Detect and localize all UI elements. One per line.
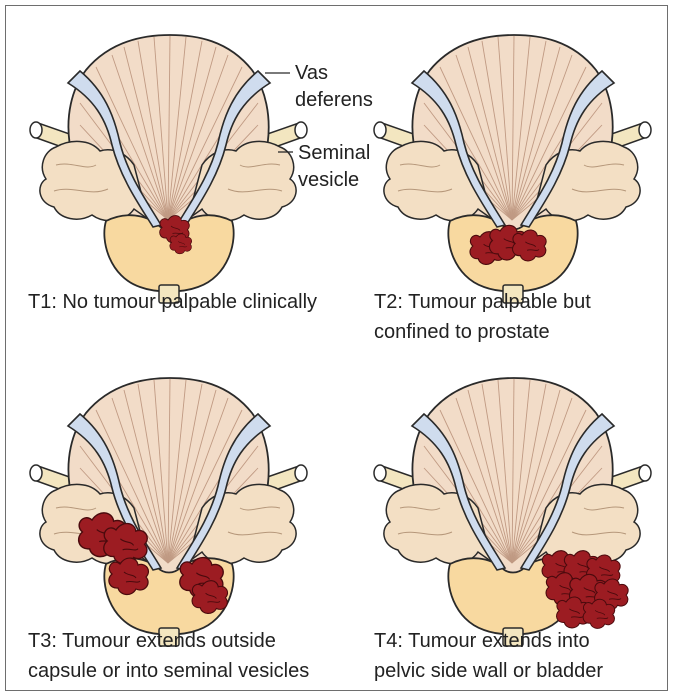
caption-t2: T2: Tumour palpable but confined to pros… — [374, 287, 591, 347]
label-vas-deferens: Vas deferens — [295, 60, 373, 114]
caption-t4: T4: Tumour extends into pelvic side wall… — [374, 626, 603, 686]
panel-t2-anatomy — [374, 35, 651, 303]
caption-t1: T1: No tumour palpable clinically — [28, 287, 317, 317]
caption-t3: T3: Tumour extends outside capsule or in… — [28, 626, 309, 686]
panel-t4-anatomy — [374, 378, 651, 646]
label-seminal-vesicle: Seminal vesicle — [298, 140, 370, 194]
panel-t3-anatomy — [30, 378, 307, 646]
panel-t1-anatomy — [30, 35, 307, 303]
